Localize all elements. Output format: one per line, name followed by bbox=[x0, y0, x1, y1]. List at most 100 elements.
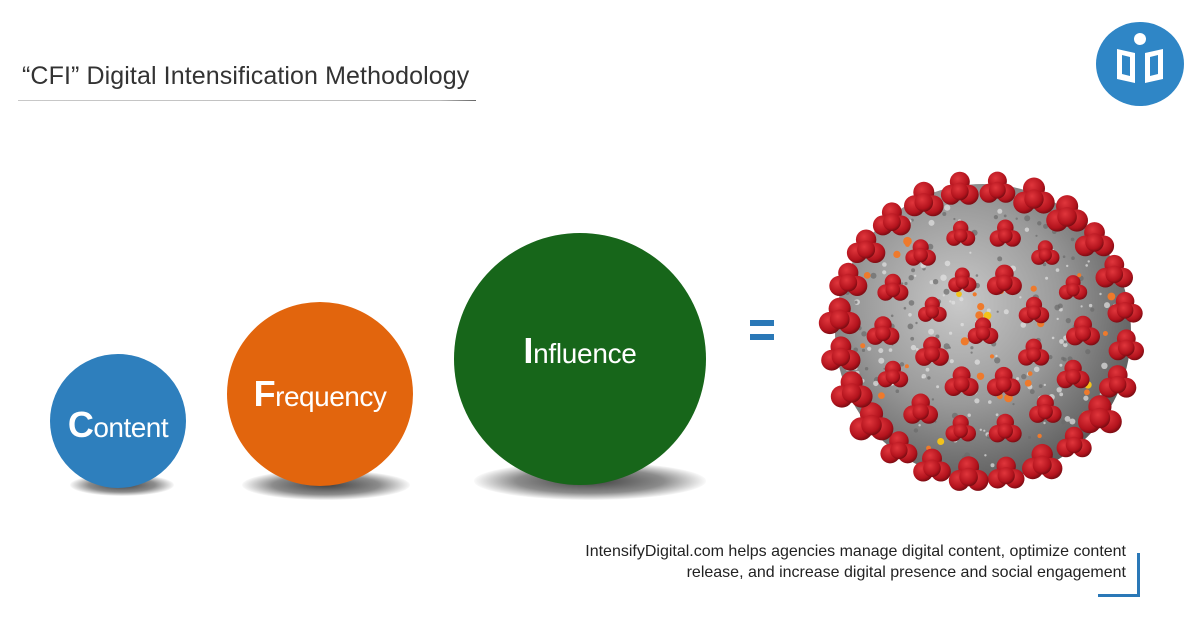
virus-texture-dot bbox=[1099, 292, 1102, 296]
virus-texture-dot bbox=[1056, 317, 1059, 321]
virus-spike bbox=[830, 371, 873, 408]
virus-spike bbox=[988, 413, 1022, 443]
virus-texture-dot bbox=[864, 367, 869, 371]
virus-texture-dot bbox=[1055, 268, 1060, 272]
virus-texture-dot bbox=[1104, 302, 1110, 309]
virus-texture-dot bbox=[1069, 418, 1076, 425]
virus-texture-dot bbox=[949, 359, 954, 364]
virus-texture-dot bbox=[935, 334, 940, 339]
influence-initial: I bbox=[523, 330, 534, 371]
virus-texture-dot bbox=[1061, 356, 1065, 361]
virus-spike bbox=[829, 262, 868, 296]
virus-texture-dot bbox=[882, 262, 887, 267]
virus-texture-dot bbox=[936, 385, 940, 389]
virus-texture-dot bbox=[951, 300, 956, 305]
virus-texture-dot bbox=[1039, 438, 1046, 445]
virus-texture-dot bbox=[1019, 296, 1022, 299]
virus-texture-dot bbox=[907, 323, 914, 330]
virus-accent-dot bbox=[976, 372, 985, 380]
virus-texture-dot bbox=[1085, 264, 1088, 267]
virus-texture-dot bbox=[900, 282, 904, 285]
virus-texture-dot bbox=[890, 314, 894, 318]
virus-texture-dot bbox=[895, 389, 900, 393]
virus-texture-dot bbox=[1043, 383, 1046, 387]
virus-texture-dot bbox=[1045, 276, 1049, 280]
virus-texture-dot bbox=[927, 376, 931, 380]
virus-texture-dot bbox=[990, 463, 995, 468]
virus-texture-dot bbox=[983, 429, 986, 432]
virus-spike bbox=[866, 316, 900, 345]
virus-texture-dot bbox=[861, 331, 867, 337]
virus-spike bbox=[967, 317, 999, 344]
influence-circle: Influence bbox=[454, 233, 706, 485]
virus-spike bbox=[1031, 240, 1060, 265]
virus-texture-dot bbox=[997, 256, 1003, 262]
virus-texture-dot bbox=[949, 300, 952, 303]
virus-texture-dot bbox=[1016, 377, 1020, 381]
virus-texture-dot bbox=[908, 300, 915, 306]
virus-spike bbox=[905, 239, 936, 266]
virus-spike bbox=[986, 366, 1021, 397]
virus-spike bbox=[1074, 222, 1115, 257]
virus-texture-dot bbox=[1056, 387, 1062, 393]
virus-texture-dot bbox=[1038, 384, 1043, 388]
virus-texture-dot bbox=[1028, 435, 1031, 439]
virus-texture-dot bbox=[888, 348, 893, 352]
virus-texture-dot bbox=[1070, 237, 1075, 242]
virus-spike bbox=[1056, 359, 1090, 389]
virus-texture-dot bbox=[1059, 363, 1063, 367]
virus-texture-dot bbox=[996, 310, 999, 313]
virus-spike bbox=[1066, 315, 1100, 346]
content-initial: C bbox=[67, 404, 94, 445]
virus-accent-dot bbox=[975, 311, 984, 320]
virus-spike bbox=[940, 171, 979, 205]
title-underline bbox=[18, 100, 476, 101]
virus-texture-dot bbox=[1003, 214, 1007, 218]
virus-accent-dot bbox=[1084, 389, 1090, 396]
virus-texture-dot bbox=[908, 313, 912, 317]
frequency-circle: Frequency bbox=[227, 302, 413, 486]
virus-texture-dot bbox=[904, 281, 908, 286]
virus-texture-dot bbox=[1042, 262, 1047, 267]
virus-accent-dot bbox=[1077, 273, 1082, 278]
virus-texture-dot bbox=[969, 251, 972, 254]
virus-texture-dot bbox=[1087, 260, 1090, 263]
influence-label: Influence bbox=[523, 330, 636, 372]
virus-texture-dot bbox=[928, 219, 935, 226]
virus-spike bbox=[1018, 296, 1050, 324]
virus-spike bbox=[821, 336, 861, 371]
virus-texture-dot bbox=[1071, 256, 1075, 260]
virus-texture-dot bbox=[927, 243, 934, 250]
virus-texture-dot bbox=[986, 308, 991, 313]
virus-texture-dot bbox=[967, 413, 971, 417]
virus-spike bbox=[1095, 254, 1133, 288]
virus-texture-dot bbox=[878, 357, 885, 364]
virus-spike bbox=[904, 181, 944, 217]
virus-spike bbox=[918, 296, 947, 322]
virus-accent-dot bbox=[977, 303, 985, 311]
virus-texture-dot bbox=[1048, 355, 1053, 360]
virus-texture-dot bbox=[953, 217, 956, 221]
virus-texture-dot bbox=[1021, 373, 1027, 380]
equals-sign bbox=[750, 318, 774, 344]
content-circle: Content bbox=[50, 354, 186, 488]
virus-texture-dot bbox=[1024, 227, 1030, 232]
virus-texture-dot bbox=[960, 322, 964, 327]
virus-spike bbox=[989, 219, 1021, 247]
virus-texture-dot bbox=[914, 274, 917, 277]
virus-texture-dot bbox=[1063, 340, 1067, 344]
virus-accent-dot bbox=[1024, 379, 1032, 387]
virus-texture-dot bbox=[910, 336, 915, 341]
virus-accent-dot bbox=[1027, 371, 1033, 376]
virus-texture-dot bbox=[975, 274, 979, 277]
virus-texture-dot bbox=[882, 270, 887, 275]
virus-texture-dot bbox=[873, 380, 879, 387]
virus-texture-dot bbox=[1051, 336, 1055, 340]
virus-spike bbox=[913, 448, 951, 482]
virus-accent-dot bbox=[956, 291, 962, 297]
virus-texture-dot bbox=[995, 413, 999, 417]
virus-spike bbox=[846, 229, 886, 263]
virus-texture-dot bbox=[918, 424, 921, 427]
virus-texture-dot bbox=[931, 398, 935, 401]
virus-accent-dot bbox=[1037, 433, 1042, 439]
